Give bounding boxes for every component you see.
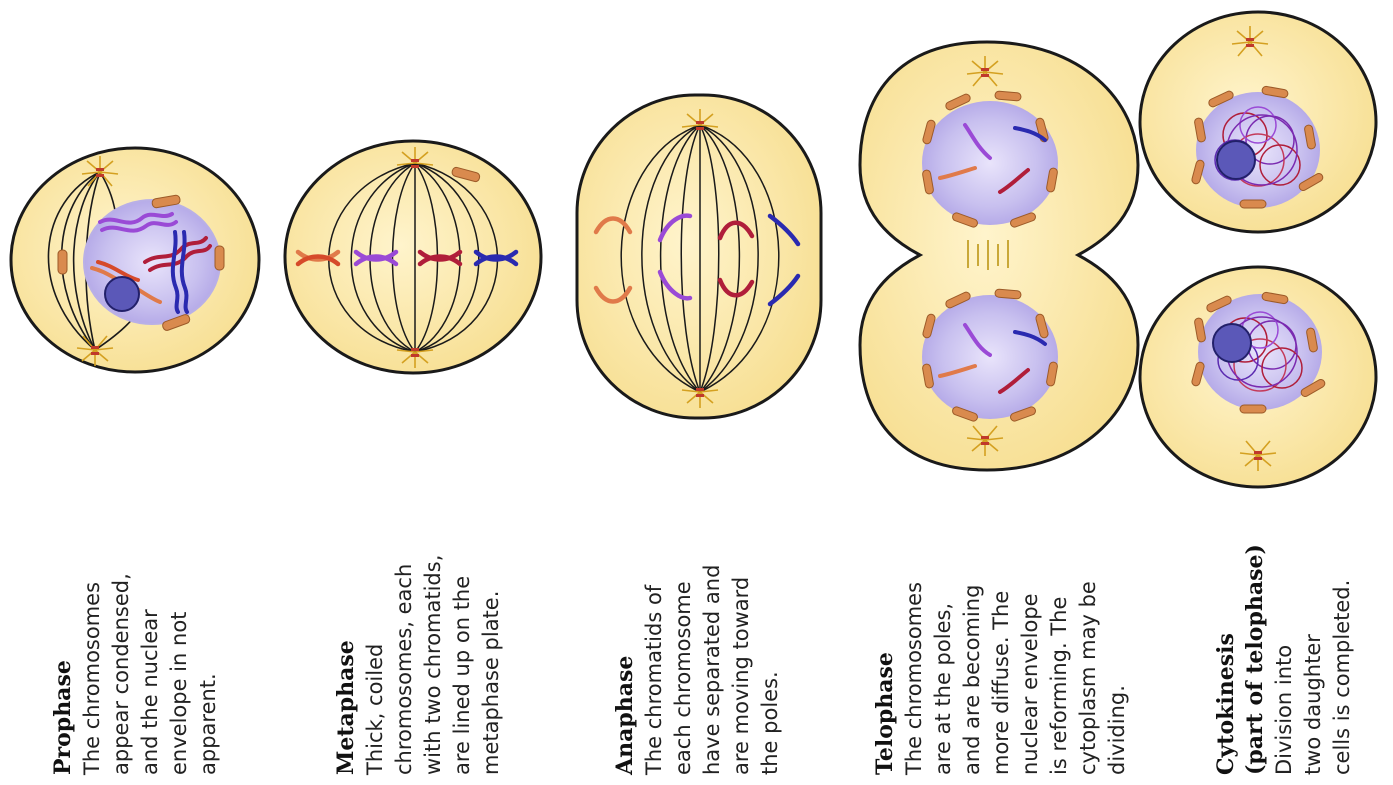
anaphase-title: Anaphase	[612, 656, 638, 776]
anaphase-caption-line: the poles.	[758, 671, 782, 775]
cytokinesis-caption-line: (part of telophase)	[1242, 544, 1268, 775]
prophase-caption-line: envelope in not	[167, 612, 191, 775]
prophase-caption-line: appear condensed,	[109, 573, 133, 775]
prophase-nucleolus	[105, 277, 139, 311]
telophase-caption-line: more diffuse. The	[989, 591, 1013, 775]
telophase-caption-line: is reforming. The	[1047, 597, 1071, 775]
telophase-caption-line: and are becoming	[960, 585, 984, 775]
prophase-cell	[11, 148, 259, 372]
cytokinesis-title: Cytokinesis	[1213, 633, 1239, 775]
anaphase-cell	[577, 95, 821, 418]
metaphase-caption-line: chromosomes, each	[392, 564, 416, 775]
prophase-caption-line: The chromosomes	[80, 582, 104, 776]
anaphase-caption-line: each chromosome	[671, 581, 695, 775]
prophase-title: Prophase	[50, 660, 76, 775]
telophase-caption-line: are at the poles,	[931, 603, 955, 775]
anaphase-membrane	[577, 95, 821, 418]
telophase-caption-line: nuclear envelope	[1018, 593, 1042, 775]
metaphase-caption-line: are lined up on the	[450, 576, 474, 775]
cytokinesis-caption-line: cells is completed.	[1330, 580, 1354, 775]
cytokinesis-caption: Cytokinesis(part of telophase)Division i…	[1213, 544, 1354, 775]
prophase-caption-line: and the nuclear	[138, 609, 162, 775]
telophase-caption-line: The chromosomes	[902, 582, 926, 776]
telophase-cell	[860, 42, 1138, 470]
anaphase-caption-line: The chromatids of	[642, 584, 666, 776]
anaphase-caption-line: are moving toward	[729, 577, 753, 775]
telophase-title: Telophase	[872, 652, 898, 775]
cytokinesis-cell-bottom	[1140, 267, 1376, 487]
metaphase-caption-line: with two chromatids,	[421, 555, 445, 775]
metaphase-caption-line: Thick, coiled	[363, 644, 387, 776]
cytokinesis-caption-line: Division into	[1272, 645, 1296, 775]
cytokinesis-caption-line: two daughter	[1301, 634, 1325, 775]
telophase-caption-line: dividing.	[1105, 685, 1129, 775]
metaphase-caption-line: metaphase plate.	[479, 591, 503, 775]
anaphase-caption-line: have separated and	[700, 565, 724, 775]
cytokinesis-cell-top	[1140, 12, 1376, 232]
metaphase-cell	[285, 141, 541, 373]
telophase-caption-line: cytoplasm may be	[1076, 581, 1100, 775]
metaphase-title: Metaphase	[333, 640, 359, 775]
prophase-caption-line: apparent.	[196, 673, 220, 775]
